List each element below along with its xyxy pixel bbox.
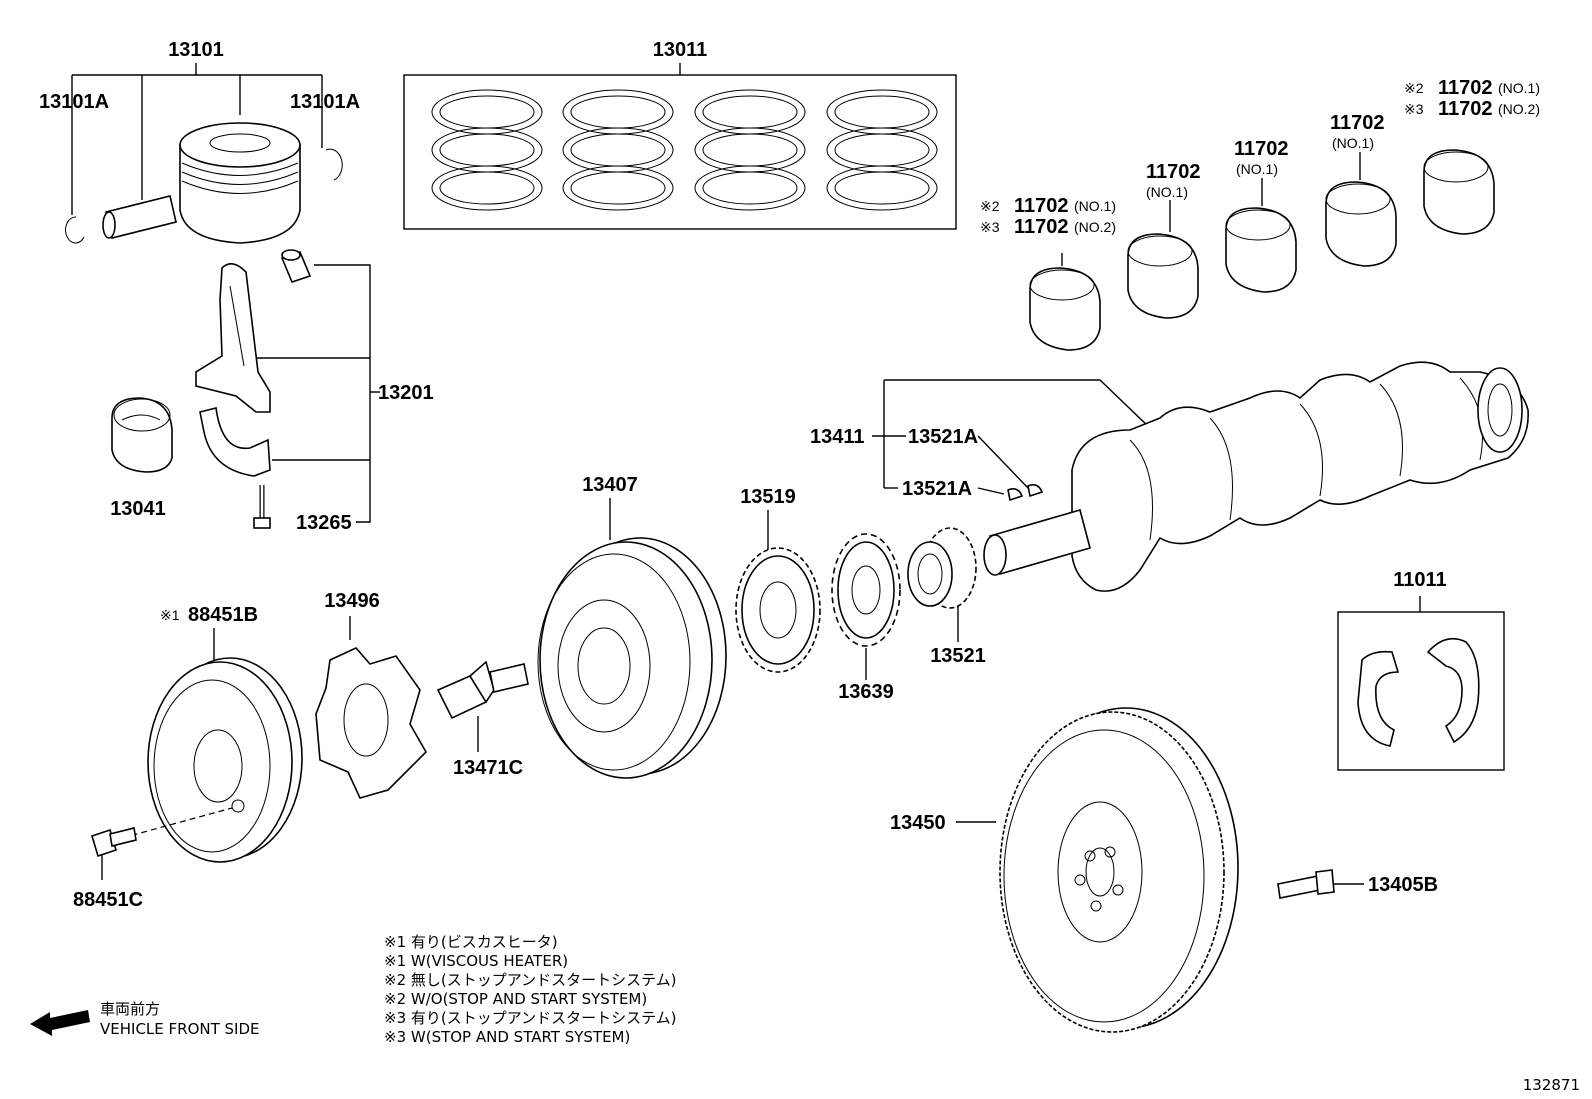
rod-bolt-icon bbox=[253, 485, 271, 529]
piston-ring-set-group bbox=[403, 63, 957, 230]
label-bearing-left-l1-num: 11702 bbox=[1014, 195, 1069, 217]
label-bearing-right-l2-num: 11702 bbox=[1438, 98, 1493, 120]
footnotes: ※1 有り(ビスカスヒータ) ※1 W(VISCOUS HEATER) ※2 無… bbox=[384, 933, 677, 1046]
label-bearing-right-l1-tag: (NO.1) bbox=[1498, 80, 1540, 96]
damper-pulley-group bbox=[537, 498, 727, 779]
label-13496: 13496 bbox=[324, 590, 380, 612]
note-line-1: ※1 有り(ビスカスヒータ) bbox=[384, 933, 558, 951]
note-line-6: ※3 W(STOP AND START SYSTEM) bbox=[384, 1028, 630, 1046]
main-bearing-3-icon bbox=[1225, 178, 1297, 293]
label-bearing-left-l1-tag: (NO.1) bbox=[1074, 198, 1116, 214]
label-13201: 13201 bbox=[378, 382, 434, 404]
label-13519: 13519 bbox=[740, 486, 796, 508]
ring-set-3-icon bbox=[694, 89, 806, 211]
plate-13496-group bbox=[315, 616, 427, 799]
damper-pulley-icon bbox=[537, 537, 727, 779]
label-13101: 13101 bbox=[168, 39, 224, 61]
woodruff-keys-icon bbox=[1007, 484, 1044, 502]
label-bearing-b-num: 11702 bbox=[1234, 138, 1289, 160]
label-bearing-right-l2-tag: (NO.2) bbox=[1498, 101, 1540, 117]
label-bearing-c-tag: (NO.1) bbox=[1332, 135, 1374, 151]
piston-pin-icon bbox=[102, 195, 177, 239]
label-mark-88451B: ※1 bbox=[160, 607, 180, 623]
label-13041: 13041 bbox=[110, 498, 166, 520]
label-13265: 13265 bbox=[296, 512, 352, 534]
piston-assembly-group bbox=[65, 63, 343, 244]
thrust-washer-left-icon bbox=[1357, 650, 1400, 747]
label-11011: 11011 bbox=[1393, 569, 1446, 591]
label-13639: 13639 bbox=[838, 681, 894, 703]
label-13011: 13011 bbox=[653, 39, 708, 61]
thrust-washer-right-icon bbox=[1426, 637, 1480, 744]
front-arrow-icon bbox=[30, 1010, 90, 1036]
front-label-en: VEHICLE FRONT SIDE bbox=[100, 1020, 260, 1038]
note-line-5: ※3 有り(ストップアンドスタートシステム) bbox=[384, 1009, 677, 1027]
label-13405B: 13405B bbox=[1368, 874, 1438, 896]
label-bearing-left-l1-mark: ※2 bbox=[980, 198, 1000, 214]
ring-set-2-icon bbox=[562, 89, 674, 211]
rod-bearing-icon bbox=[111, 397, 173, 473]
pulley-bolt-group bbox=[436, 660, 529, 752]
thrust-washer-group bbox=[1337, 596, 1505, 771]
connecting-rod-group bbox=[111, 249, 380, 529]
note-line-2: ※1 W(VISCOUS HEATER) bbox=[384, 952, 568, 970]
label-bearing-b-tag: (NO.1) bbox=[1236, 161, 1278, 177]
label-bearing-right-l1-mark: ※2 bbox=[1404, 80, 1424, 96]
label-bearing-right-l1-num: 11702 bbox=[1438, 77, 1493, 99]
ring-set-4-icon bbox=[826, 89, 938, 211]
rod-cap-icon bbox=[199, 407, 271, 477]
main-bearings-group bbox=[1029, 149, 1495, 351]
pulley-bolt-icon bbox=[436, 660, 529, 720]
label-13450: 13450 bbox=[890, 812, 946, 834]
timing-gears-group bbox=[735, 510, 977, 680]
crankshaft-icon bbox=[1071, 361, 1529, 592]
rod-bushing-icon bbox=[280, 249, 312, 283]
main-bearing-2-icon bbox=[1127, 200, 1199, 319]
main-bearing-1-icon bbox=[1029, 253, 1101, 351]
label-13471C: 13471C bbox=[453, 757, 523, 779]
part-labels: 13101 13101A 13101A 13011 13201 13041 13… bbox=[39, 39, 1540, 911]
flywheel-bolt-icon bbox=[1277, 869, 1335, 899]
note-line-3: ※2 無し(ストップアンドスタートシステム) bbox=[384, 971, 677, 989]
label-13521: 13521 bbox=[930, 645, 986, 667]
label-13521A-bottom: 13521A bbox=[902, 478, 972, 500]
gear-13519-icon bbox=[735, 547, 821, 673]
label-13101A-left: 13101A bbox=[39, 91, 109, 113]
label-bearing-a-num: 11702 bbox=[1146, 161, 1201, 183]
ring-set-1-icon bbox=[431, 89, 543, 211]
label-13407: 13407 bbox=[582, 474, 638, 496]
label-bearing-left-l2-num: 11702 bbox=[1014, 216, 1069, 238]
sprocket-13639-icon bbox=[831, 533, 901, 647]
flywheel-icon bbox=[999, 707, 1239, 1033]
snap-ring-left-icon bbox=[65, 216, 85, 244]
main-bearing-4-icon bbox=[1325, 152, 1397, 267]
viscous-pulley-icon bbox=[147, 657, 303, 863]
label-88451B: 88451B bbox=[188, 604, 258, 626]
label-88451C: 88451C bbox=[73, 889, 143, 911]
snap-ring-right-icon bbox=[325, 148, 343, 181]
label-13521A-top: 13521A bbox=[908, 426, 978, 448]
label-bearing-c-num: 11702 bbox=[1330, 112, 1385, 134]
label-bearing-a-tag: (NO.1) bbox=[1146, 184, 1188, 200]
piston-icon bbox=[179, 122, 301, 244]
viscous-pulley-group bbox=[91, 628, 303, 880]
note-line-4: ※2 W/O(STOP AND START SYSTEM) bbox=[384, 990, 647, 1008]
crankshaft-group bbox=[872, 361, 1529, 592]
connecting-rod-icon bbox=[195, 263, 271, 413]
pulley-bolt-88451c-icon bbox=[91, 827, 137, 858]
label-bearing-left-l2-tag: (NO.2) bbox=[1074, 219, 1116, 235]
flywheel-group bbox=[956, 707, 1364, 1033]
main-bearing-5-icon bbox=[1423, 149, 1495, 235]
gear-13521-icon bbox=[907, 527, 977, 609]
crank-nose-icon bbox=[983, 509, 1091, 576]
diagram-id: 132871 bbox=[1523, 1076, 1580, 1094]
label-13101A-right: 13101A bbox=[290, 91, 360, 113]
front-label-jp: 車両前方 bbox=[100, 1000, 160, 1018]
label-13411: 13411 bbox=[810, 426, 865, 448]
label-bearing-right-l2-mark: ※3 bbox=[1404, 101, 1424, 117]
label-bearing-left-l2-mark: ※3 bbox=[980, 219, 1000, 235]
plate-13496-icon bbox=[315, 647, 427, 799]
